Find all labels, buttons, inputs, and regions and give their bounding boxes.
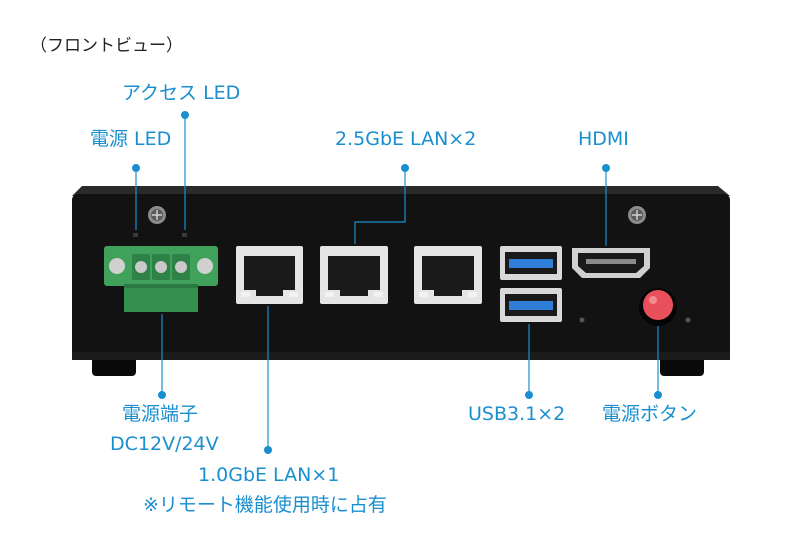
power-led-label: 電源 LED [90,128,172,150]
screw-hole-right [685,317,691,323]
callout-dot-power-led [132,164,140,172]
power-button-label: 電源ボタン [602,403,698,425]
callout-dot-access-led [181,111,189,119]
hdmi-label: HDMI [578,128,629,150]
power-terminal [104,246,218,312]
callout-dot-lan-1-0 [264,446,272,454]
screw-left [148,206,166,224]
usb-port-2 [500,288,562,322]
power-led [133,233,138,237]
screw-hole-left [579,317,585,323]
callout-dot-hdmi [602,164,610,172]
lan-1-0-port [236,246,303,304]
usb-port-1 [500,246,562,280]
power-terminal-voltage-label: DC12V/24V [110,433,219,455]
device-bottom-edge [72,352,730,360]
lan-1-0-label: 1.0GbE LAN×1 [198,464,340,486]
device-top-edge [72,186,730,196]
usb-label: USB3.1×2 [468,403,566,425]
callout-dot-usb [525,391,533,399]
callout-dot-lan-2-5 [401,164,409,172]
access-led [182,233,187,237]
callout-line-lan-2-5 [354,168,406,244]
callout-dot-power-button [654,391,662,399]
lan-2-5-label: 2.5GbE LAN×2 [335,128,477,150]
device-chassis [72,194,730,360]
access-led-label: アクセス LED [122,82,241,104]
hdmi-port [572,248,650,278]
lan-2-5-port-1 [320,246,388,304]
power-terminal-label: 電源端子 [122,403,199,425]
callout-dot-power-terminal [158,391,166,399]
lan-2-5-port-2 [414,246,482,304]
view-caption: （フロントビュー） [30,36,183,56]
lan-1-0-note: ※リモート機能使用時に占有 [143,494,387,516]
power-button [639,288,677,326]
screw-right [628,206,646,224]
